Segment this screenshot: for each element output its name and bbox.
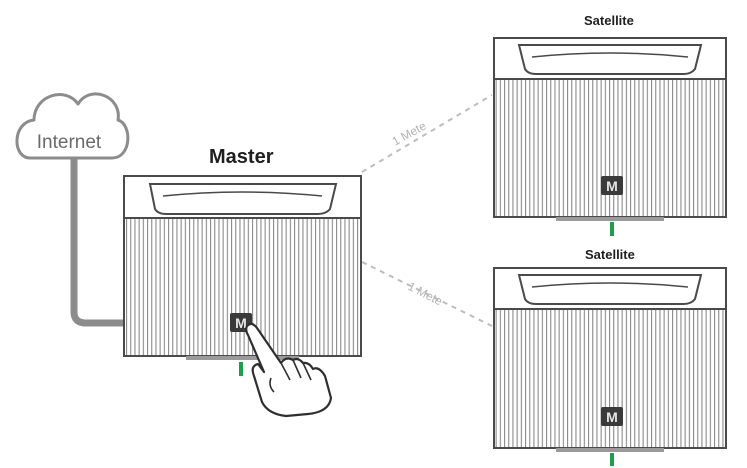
satellite-router-bottom: M [493,267,727,466]
satellite-label-top: Satellite [584,13,634,28]
dashed-link-top [361,94,493,173]
device-logo-icon: M [601,176,623,195]
internet-cable [70,158,126,327]
status-led [239,362,243,376]
status-led [610,453,614,466]
device-logo-icon: M [601,407,623,426]
distance-label-bottom: 1 Mete [406,279,445,308]
svg-text:M: M [606,178,618,194]
satellite-label-bottom: Satellite [585,247,635,262]
cloud-icon [15,92,130,160]
dashed-link-bottom [361,261,493,327]
master-router: M [123,175,362,376]
master-label: Master [209,146,274,168]
svg-text:M: M [235,315,247,331]
satellite-router-top: M [493,37,727,236]
hand-pointer-icon [245,322,333,418]
svg-text:M: M [606,409,618,425]
status-led [610,222,614,236]
internet-label: Internet [37,132,102,153]
